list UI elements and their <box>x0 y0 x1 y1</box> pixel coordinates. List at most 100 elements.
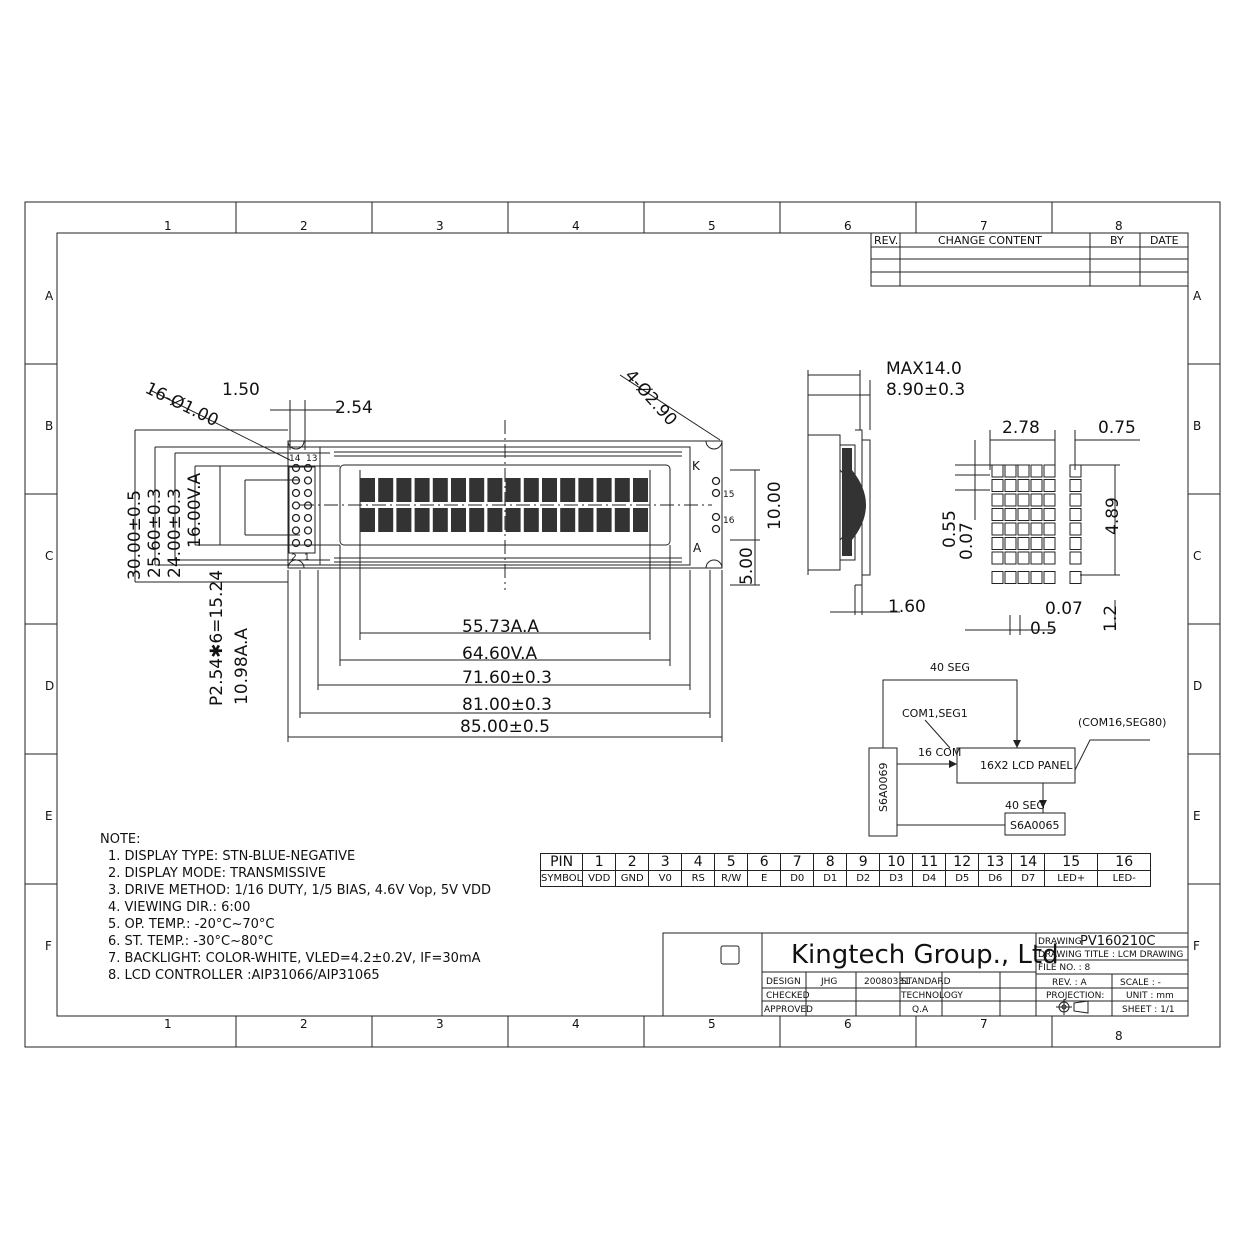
character-cell <box>523 478 539 502</box>
col-label-1-bottom: 1 <box>164 1017 172 1031</box>
pin-label-16: 16 <box>723 516 735 526</box>
backlight-pin-hole <box>711 476 721 486</box>
character-cell <box>487 478 503 502</box>
pin-7: 7 <box>780 853 815 871</box>
dim-mount-holes: 4-Ø2.90 <box>620 366 680 430</box>
symbol-7: D0 <box>780 870 815 887</box>
pin-10: 10 <box>879 853 914 871</box>
block-diagram <box>868 679 1150 837</box>
pin-hole <box>303 488 313 498</box>
character-cell <box>414 478 430 502</box>
dim-0-75: 0.75 <box>1098 418 1136 438</box>
pin-3: 3 <box>648 853 683 871</box>
dot-matrix-dot <box>991 551 1004 565</box>
dot-matrix-dot <box>1069 522 1082 536</box>
row-label-B: B <box>45 419 53 433</box>
pin-8: 8 <box>813 853 848 871</box>
character-dot-matrix <box>991 464 1082 584</box>
pin-hole <box>303 526 313 535</box>
technology-label: TECHNOLOGY <box>900 991 963 1001</box>
dot-matrix-dot <box>1017 508 1030 521</box>
symbol-13: D6 <box>978 870 1013 887</box>
pin-13: 13 <box>978 853 1013 871</box>
row-label-E: E <box>45 809 53 823</box>
dim-10-00: 10.00 <box>765 481 785 530</box>
dot-matrix-dot <box>1069 493 1082 507</box>
dot-matrix-dot <box>1069 508 1082 521</box>
dot-matrix-dot <box>1017 479 1030 492</box>
note-3: 3. DRIVE METHOD: 1/16 DUTY, 1/5 BIAS, 4.… <box>108 883 492 898</box>
dot-matrix-dot <box>1043 537 1056 550</box>
symbol-8: D1 <box>813 870 848 887</box>
symbol-4: RS <box>681 870 716 887</box>
notes-block: NOTE: 1. DISPLAY TYPE: STN-BLUE-NEGATIVE… <box>100 831 491 984</box>
dim-8-90: 8.90±0.3 <box>886 380 965 400</box>
design-by: JHG <box>820 977 837 987</box>
symbol-header-cell: SYMBOL <box>539 870 584 887</box>
character-cell <box>560 478 576 502</box>
pin-symbol-row: SYMBOL VDD GND V0 RS R/W E D0 D1 D2 D3 D… <box>539 870 1152 887</box>
dot-matrix-dot <box>1004 493 1017 507</box>
dot-matrix-dot <box>1069 551 1082 565</box>
dot-matrix-dot <box>991 537 1004 550</box>
dot-matrix-dot <box>1004 464 1017 478</box>
pin-holes <box>291 463 721 548</box>
note-2: 2. DISPLAY MODE: TRANSMISSIVE <box>108 866 326 881</box>
symbol-16: LED- <box>1097 870 1152 887</box>
dim-0-07-v: 0.07 <box>957 522 977 560</box>
pin-hole <box>291 476 301 485</box>
character-cell <box>432 508 448 532</box>
symbol-2: GND <box>615 870 650 887</box>
dim-4-89: 4.89 <box>1103 497 1123 535</box>
dot-matrix-dot <box>1017 493 1030 507</box>
row-label-F: F <box>45 939 52 953</box>
character-cell <box>378 508 394 532</box>
col-label-1: 1 <box>164 219 172 233</box>
lcm-front-view <box>134 374 760 742</box>
row-label-F-right: F <box>1193 939 1200 953</box>
block-40-seg-top: 40 SEG <box>930 661 970 674</box>
date-header: DATE <box>1150 234 1179 247</box>
pin-label-14: 14 <box>289 454 301 464</box>
dot-matrix-dot <box>1017 571 1030 584</box>
drawing-number: PV160210C <box>1080 934 1155 949</box>
symbol-5: R/W <box>714 870 749 887</box>
dot-matrix-dot <box>1017 551 1030 565</box>
dot-matrix-dot <box>1030 522 1043 536</box>
scale-value: SCALE : - <box>1120 978 1161 988</box>
dot-matrix-dot <box>1069 537 1082 550</box>
notes-title: NOTE: <box>100 832 141 847</box>
drawing-title: DRAWING TITLE : LCM DRAWING <box>1038 950 1183 960</box>
dot-matrix-dot <box>1004 479 1017 492</box>
dim-24-00: 24.00±0.3 <box>165 488 185 578</box>
lcd-panel-box <box>956 747 1076 784</box>
dim-2-54: 2.54 <box>335 398 373 418</box>
dot-matrix-dot <box>1069 464 1082 478</box>
drawing-label: DRAWING <box>1038 937 1082 947</box>
pin-1: 1 <box>582 853 617 871</box>
row-label-D-right: D <box>1193 679 1202 693</box>
dim-0-5: 0.5 <box>1030 619 1057 639</box>
dim-85-00: 85.00±0.5 <box>460 717 550 737</box>
rev-value: REV. : A <box>1052 978 1088 988</box>
row-label-C: C <box>45 549 53 563</box>
col-label-2-bottom: 2 <box>300 1017 308 1031</box>
col-label-7: 7 <box>980 219 988 233</box>
dot-matrix-dot <box>1004 571 1017 584</box>
character-cell <box>633 478 648 502</box>
side-view-shade <box>842 448 866 556</box>
dot-matrix-dot <box>1004 508 1017 521</box>
lcm-character-cells <box>360 478 648 532</box>
symbol-14: D7 <box>1011 870 1046 887</box>
character-cell <box>505 508 521 532</box>
row-label-D: D <box>45 679 54 693</box>
note-5: 5. OP. TEMP.: -20°C~70°C <box>108 917 275 932</box>
col-label-3-bottom: 3 <box>436 1017 444 1031</box>
unit-value: UNIT : mm <box>1126 991 1174 1001</box>
dot-matrix-dot <box>991 464 1004 478</box>
block-chip-s6a0069: S6A0069 <box>877 762 890 812</box>
dim-0-55: 0.55 <box>940 510 960 548</box>
dot-matrix-dot <box>1030 479 1043 492</box>
dot-matrix-dot <box>1004 551 1017 565</box>
